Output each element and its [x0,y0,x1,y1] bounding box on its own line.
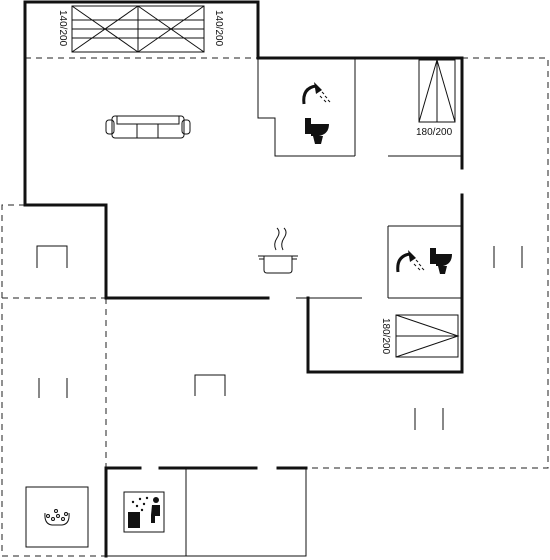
cooking-pot-icon [258,227,298,274]
shower-icon [396,250,425,273]
bed-180-200-bathroom [418,58,456,123]
bed-180-200-middle [395,314,460,358]
toilet-icon [430,248,452,274]
bed-140-200-right [137,5,205,53]
bed-label-upper-right: 140/200 [213,10,224,47]
bed-label-upper-left: 140/200 [57,10,68,47]
hot-tub-icon [25,486,89,548]
bed-label-middle: 180/200 [380,318,391,355]
terrace-outlines [1,57,549,557]
sauna-icon [123,491,165,533]
main-walls [23,0,464,558]
window-markers [36,245,523,430]
shower-icon [302,82,331,105]
sofa-icon [105,115,191,139]
bed-label-bathroom: 180/200 [416,127,453,138]
interior-partitions [106,58,462,557]
toilet-icon [305,118,329,144]
bed-140-200-left [71,5,139,53]
